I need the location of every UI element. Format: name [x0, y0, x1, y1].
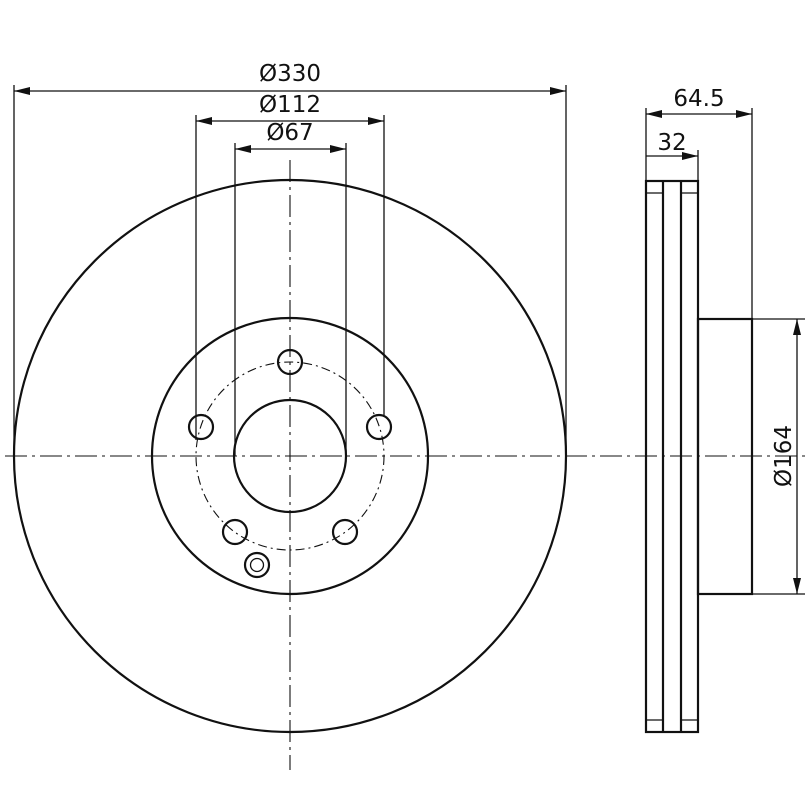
bolt-hole — [331, 518, 359, 546]
outer-diameter-label: Ø330 — [259, 61, 321, 87]
outer-diameter-dimension: Ø330 — [13, 61, 567, 456]
disc-thickness-label: 32 — [657, 130, 686, 156]
bolt-circle-dimension: Ø112 — [195, 92, 385, 440]
locator-pin-inner — [249, 557, 265, 573]
bolt-hole — [221, 518, 249, 546]
total-height-dimension: 64.5 — [645, 86, 753, 319]
hat-diameter-label: Ø164 — [771, 425, 797, 487]
center-bore-label: Ø67 — [266, 120, 313, 146]
bolt-hole — [365, 413, 393, 441]
bolt-hole — [276, 348, 304, 376]
bolt-hole — [187, 413, 215, 441]
side-view: 64.5 32 Ø164 — [644, 86, 805, 734]
bolt-circle-label: Ø112 — [259, 92, 321, 118]
hat-diameter-dimension: Ø164 — [752, 318, 805, 595]
center-bore-dimension: Ø67 — [234, 120, 347, 456]
total-height-label: 64.5 — [673, 86, 724, 112]
locator-pin-hole — [243, 551, 271, 579]
bolt-pitch-circle — [195, 361, 385, 551]
disc-thickness-dimension: 32 — [646, 130, 699, 181]
hat-outer-edge — [150, 316, 430, 596]
hat-side-profile — [696, 317, 754, 596]
front-view: Ø330 Ø112 Ø67 — [5, 61, 805, 770]
